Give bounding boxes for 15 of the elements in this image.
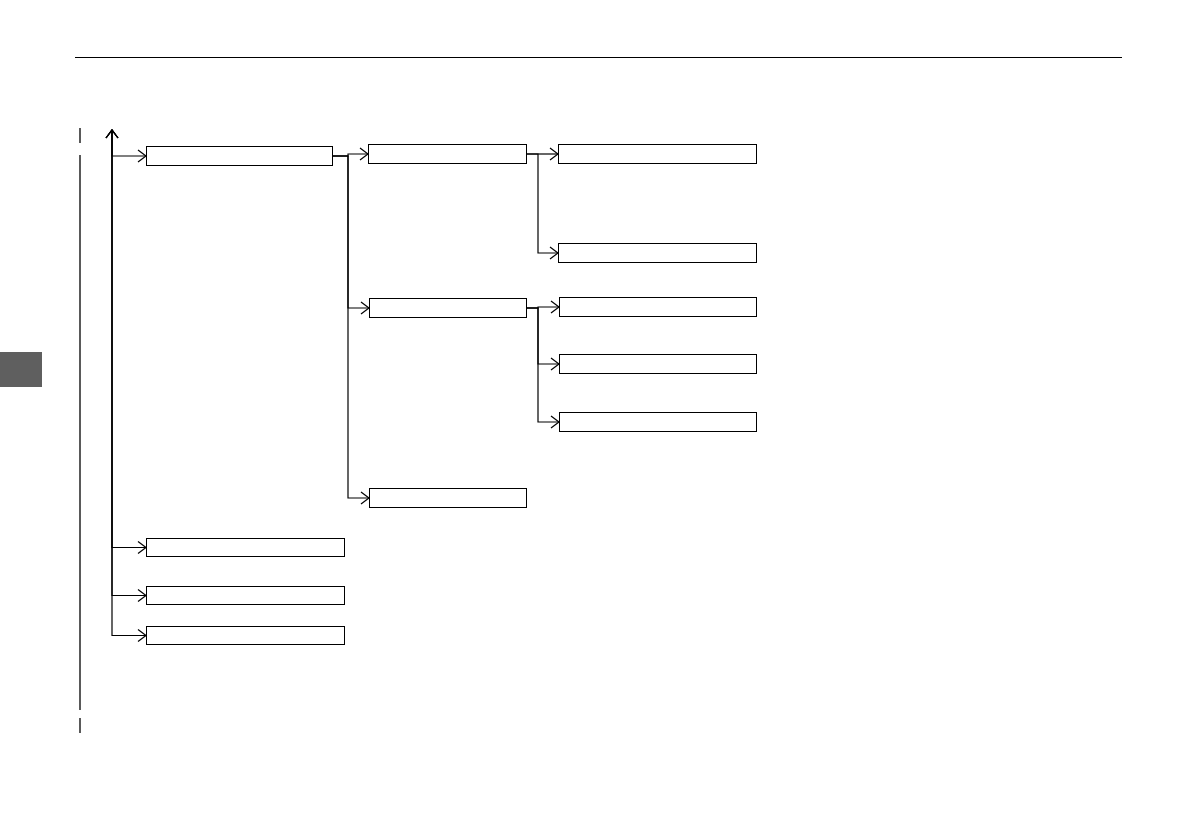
empty-box — [146, 626, 345, 645]
empty-box — [369, 298, 527, 318]
empty-box — [146, 538, 345, 557]
arrow — [332, 155, 370, 505]
empty-box — [558, 144, 757, 164]
empty-box — [369, 488, 527, 508]
empty-box — [368, 144, 527, 164]
empty-box — [558, 243, 757, 263]
empty-box — [559, 412, 757, 432]
arrow — [526, 153, 559, 260]
arrow — [526, 307, 560, 429]
empty-box — [146, 146, 333, 166]
empty-box — [559, 354, 757, 374]
empty-box — [559, 297, 757, 317]
empty-box — [146, 586, 345, 605]
